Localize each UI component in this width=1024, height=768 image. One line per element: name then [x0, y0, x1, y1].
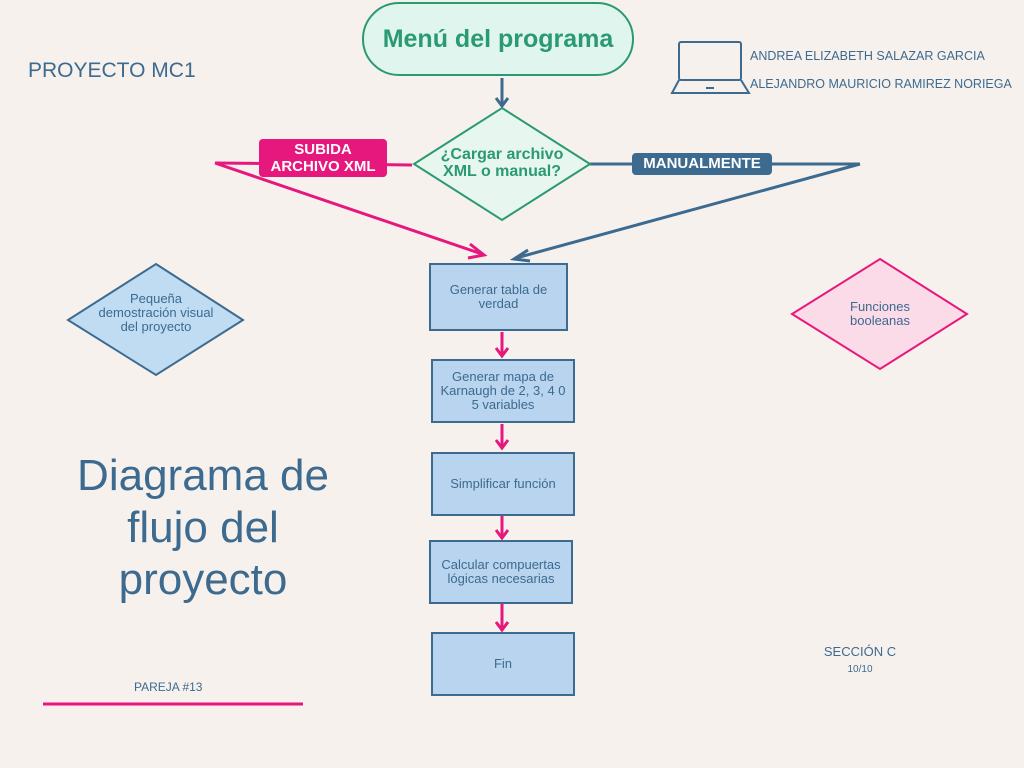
branch-right-tag: MANUALMENTE [632, 153, 772, 175]
author-1: ANDREA ELIZABETH SALAZAR GARCIA [750, 49, 985, 63]
section-label: SECCIÓN C [823, 644, 897, 659]
laptop-icon [670, 41, 751, 94]
step-karnaugh-map: Generar mapa de Karnaugh de 2, 3, 4 0 5 … [431, 359, 575, 423]
score-label: 10/10 [847, 664, 873, 675]
title-pill: Menú del programa [362, 2, 634, 76]
branch-left-tag: SUBIDA ARCHIVO XML [259, 139, 387, 177]
pair-label: PAREJA #13 [134, 680, 203, 694]
right-branch-arrow [515, 162, 861, 260]
side-left-label: Pequeña demostración visual del proyecto [98, 291, 214, 334]
left-branch-arrow [214, 161, 483, 256]
title-text: Menú del programa [382, 24, 614, 53]
step-truth-table: Generar tabla de verdad [429, 263, 568, 331]
decision-label: ¿Cargar archivo XML o manual? [440, 146, 564, 180]
big-title: Diagrama de flujo del proyecto [77, 451, 329, 604]
side-right-label: Funciones booleanas [850, 299, 910, 328]
side-right-diamond [790, 257, 969, 371]
author-2: ALEJANDRO MAURICIO RAMIREZ NORIEGA [750, 77, 1012, 91]
step-simplify: Simplificar función [431, 452, 575, 516]
step-arrows [494, 332, 510, 633]
project-label: PROYECTO MC1 [28, 59, 196, 82]
side-left-diamond [66, 262, 245, 377]
decision-diamond [412, 106, 592, 222]
step-logic-gates: Calcular compuertas lógicas necesarias [429, 540, 573, 604]
step-end: Fin [431, 632, 575, 696]
